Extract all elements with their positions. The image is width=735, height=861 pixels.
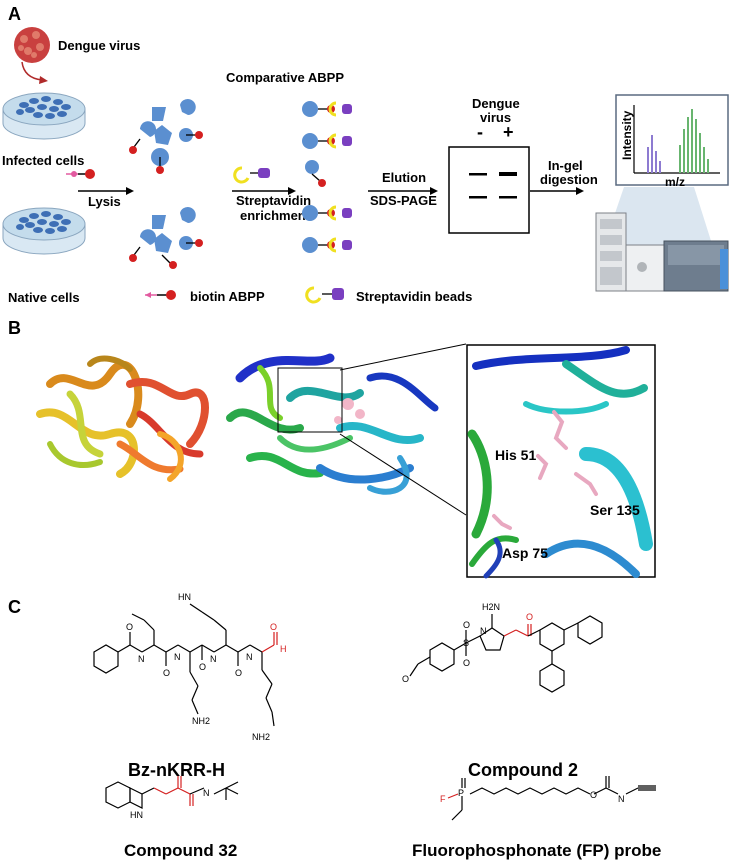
- gel-plus-label: +: [503, 122, 514, 142]
- atom-p: P: [458, 788, 464, 798]
- ns3-domain-ribbon-right: [226, 353, 439, 495]
- atom-o-1: O: [126, 622, 133, 632]
- atom-n-amide: N: [203, 788, 210, 798]
- legend-biotin-label: biotin ABPP: [190, 289, 265, 304]
- ms-y-label: Intensity: [620, 110, 634, 160]
- compound-2-label: Compound 2: [468, 760, 578, 780]
- panel-b-letter: B: [8, 318, 21, 338]
- his-51-label: His 51: [495, 447, 537, 463]
- legend-strep-label: Streptavidin beads: [356, 289, 473, 304]
- in-gel-label-2: digestion: [540, 172, 598, 187]
- in-gel-arrow: [530, 187, 584, 195]
- enriched-protein-column: [302, 101, 352, 253]
- ns3-domain-ribbon-left: [36, 355, 209, 482]
- elution-label: Elution: [382, 170, 427, 185]
- panel-c-letter: C: [8, 597, 21, 617]
- lysis-probe-icon: [66, 169, 95, 179]
- atom-nh-2: N: [174, 652, 181, 662]
- atom-o-s2: O: [463, 658, 470, 668]
- atom-o-ester: O: [526, 612, 533, 622]
- infected-cells-dish: [2, 92, 86, 140]
- atom-o-2: O: [163, 668, 170, 678]
- atom-nh-1: N: [138, 654, 145, 664]
- atom-n-pyr: N: [480, 626, 487, 636]
- active-site-zoom: [466, 344, 656, 579]
- atom-nh-4: N: [246, 652, 253, 662]
- infection-arrow: [21, 61, 48, 84]
- atom-hn-indole: HN: [130, 810, 143, 820]
- lysis-arrow: [78, 187, 134, 195]
- fp-probe-structure: P F O N: [440, 776, 656, 821]
- atom-s: S: [463, 638, 469, 648]
- gel-header-1: Dengue: [472, 96, 520, 111]
- gel-minus-label: -: [477, 122, 483, 142]
- atom-hn-1: HN: [178, 592, 191, 602]
- strep-enrichment-label-1: Streptavidin: [236, 193, 312, 208]
- labeled-protein-cluster: [129, 99, 203, 269]
- dengue-virus-icon: [14, 27, 50, 63]
- legend-strep-icon: [305, 286, 344, 304]
- atom-o-4: O: [235, 668, 242, 678]
- ms-x-label: m/z: [665, 175, 686, 189]
- atom-o-carb: O: [590, 790, 597, 800]
- fp-probe-label: Fluorophosphonate (FP) probe: [412, 841, 662, 860]
- legend-biotin-icon: [145, 290, 176, 300]
- in-gel-label-1: In-gel: [548, 158, 583, 173]
- ser-135-label: Ser 135: [590, 502, 640, 518]
- bz-nkrr-h-structure: O N O N O N O N O H NH2 HN NH2: [93, 592, 287, 742]
- panel-a-letter: A: [8, 4, 21, 24]
- compound-32-label: Compound 32: [124, 841, 238, 860]
- asp-75-label: Asp 75: [502, 545, 548, 561]
- atom-nh2-2: NH2: [252, 732, 270, 742]
- strep-enrichment-label-2: enrichment: [240, 208, 311, 223]
- atom-o-ald: O: [270, 622, 277, 632]
- strep-bead-icon: [233, 166, 270, 184]
- atom-nh-carb: N: [618, 794, 625, 804]
- sds-page-label: SDS-PAGE: [370, 193, 437, 208]
- atom-h2n: H2N: [482, 602, 500, 612]
- atom-h-ald: H: [280, 644, 287, 654]
- sds-page-gel: [448, 146, 530, 234]
- native-cells-dish: [2, 207, 86, 255]
- infected-cells-label: Infected cells: [2, 153, 85, 168]
- atom-o-ome: O: [402, 674, 409, 684]
- dengue-virus-label: Dengue virus: [58, 38, 141, 53]
- atom-nh2-1: NH2: [192, 716, 210, 726]
- compound-2-structure: O S O O N H2N O: [402, 602, 603, 693]
- atom-o-s1: O: [463, 620, 470, 630]
- strep-arrow: [232, 187, 296, 195]
- atom-nh-3: N: [210, 654, 217, 664]
- zoom-lines: [339, 343, 467, 516]
- atom-f: F: [440, 794, 446, 804]
- compound-bz-nkrr-h-label: Bz-nKRR-H: [128, 760, 225, 780]
- comparative-abpp-label: Comparative ABPP: [226, 70, 344, 85]
- atom-o-3: O: [199, 662, 206, 672]
- elution-arrow: [368, 187, 438, 195]
- native-cells-label: Native cells: [8, 290, 80, 305]
- gel-header-2: virus: [480, 110, 512, 125]
- compound-32-structure: HN N: [105, 776, 239, 820]
- mass-spectrometer: [595, 94, 729, 292]
- lysis-label: Lysis: [88, 194, 121, 209]
